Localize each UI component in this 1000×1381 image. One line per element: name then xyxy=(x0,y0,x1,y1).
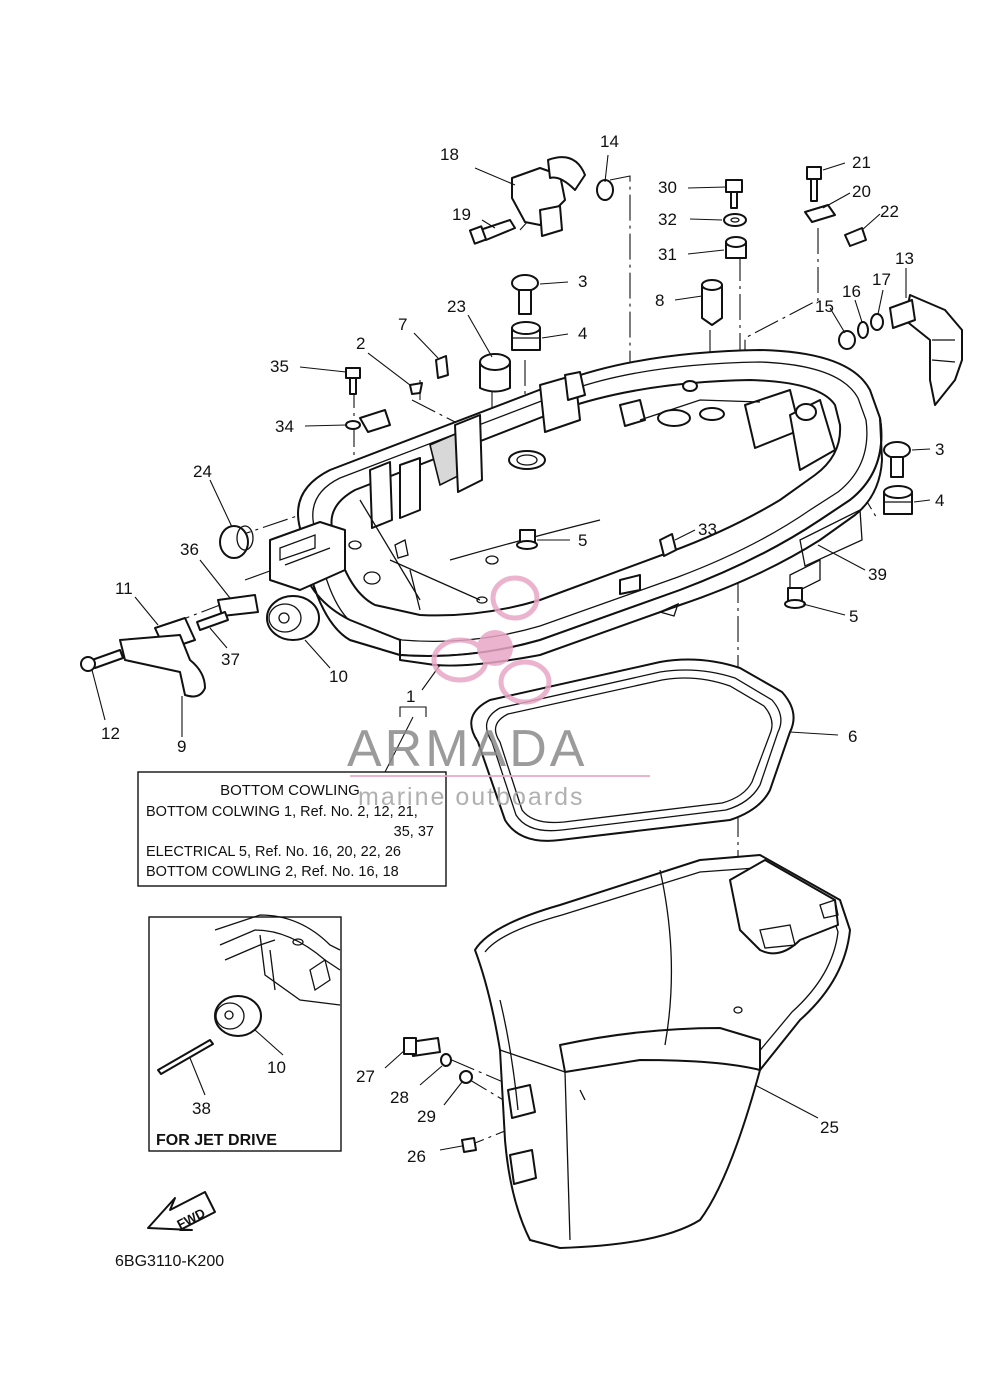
part-label-7: 7 xyxy=(398,315,407,334)
armada-watermark: ARMADA marine outboards xyxy=(347,575,650,811)
part-label-10: 10 xyxy=(329,667,348,686)
part-label-10-jet: 10 xyxy=(267,1058,286,1077)
propeller-logo-icon xyxy=(431,575,552,705)
part-number-labels: 14 18 19 30 32 31 21 20 22 13 17 16 15 3… xyxy=(101,132,944,1166)
part-label-20: 20 xyxy=(852,182,871,201)
part-label-27: 27 xyxy=(356,1067,375,1086)
part-label-34: 34 xyxy=(275,417,294,436)
info-box: BOTTOM COWLING BOTTOM COLWING 1, Ref. No… xyxy=(137,706,447,887)
part-label-33: 33 xyxy=(698,520,717,539)
small-parts xyxy=(80,156,963,1153)
part-label-11: 11 xyxy=(115,579,133,598)
part-label-14: 14 xyxy=(600,132,619,151)
part-label-31: 31 xyxy=(658,245,677,264)
part-label-1: 1 xyxy=(406,687,415,706)
part-label-3-right: 3 xyxy=(935,440,944,459)
part-label-29: 29 xyxy=(417,1107,436,1126)
part-label-22: 22 xyxy=(880,202,899,221)
gasket-6 xyxy=(470,658,795,842)
lower-cowling-25 xyxy=(474,854,851,1249)
part-label-28: 28 xyxy=(390,1088,409,1107)
part-label-18: 18 xyxy=(440,145,459,164)
jet-drive-inset xyxy=(148,914,342,1152)
part-label-36: 36 xyxy=(180,540,199,559)
part-label-38: 38 xyxy=(192,1099,211,1118)
part-label-4-right: 4 xyxy=(935,491,944,510)
part-label-9: 9 xyxy=(177,737,186,756)
part-label-26: 26 xyxy=(407,1147,426,1166)
jet-drive-label: FOR JET DRIVE xyxy=(156,1132,277,1149)
part-label-35: 35 xyxy=(270,357,289,376)
part-label-2: 2 xyxy=(356,334,365,353)
info-box-line-3: ELECTRICAL 5, Ref. No. 16, 20, 22, 26 xyxy=(146,844,401,860)
info-box-title: BOTTOM COWLING xyxy=(220,782,360,799)
part-label-13: 13 xyxy=(895,249,914,268)
part-label-16: 16 xyxy=(842,282,861,301)
part-label-21: 21 xyxy=(852,153,871,172)
part-label-39: 39 xyxy=(868,565,887,584)
part-label-25: 25 xyxy=(820,1118,839,1137)
info-box-line-4: BOTTOM COWLING 2, Ref. No. 16, 18 xyxy=(146,864,399,880)
leader-lines xyxy=(91,154,931,1151)
info-box-line-1: BOTTOM COLWING 1, Ref. No. 2, 12, 21, xyxy=(146,804,418,820)
part-label-30: 30 xyxy=(658,178,677,197)
info-box-line-2: 35, 37 xyxy=(394,824,434,840)
watermark-brand: ARMADA xyxy=(347,720,587,778)
part-label-24: 24 xyxy=(193,462,212,481)
part-label-3-top: 3 xyxy=(578,272,587,291)
part-label-23: 23 xyxy=(447,297,466,316)
part-label-12: 12 xyxy=(101,724,120,743)
part-label-37: 37 xyxy=(221,650,240,669)
part-label-32: 32 xyxy=(658,210,677,229)
fwd-arrow-icon: FWD xyxy=(147,1191,216,1232)
bottom-cowling-housing xyxy=(269,349,883,667)
part-label-5-left: 5 xyxy=(578,531,587,550)
watermark-tagline: marine outboards xyxy=(358,783,585,811)
part-label-6: 6 xyxy=(848,727,857,746)
part-label-17: 17 xyxy=(872,270,891,289)
part-label-19: 19 xyxy=(452,205,471,224)
part-label-15: 15 xyxy=(815,297,834,316)
part-label-5-right: 5 xyxy=(849,607,858,626)
part-label-8: 8 xyxy=(655,291,664,310)
part-label-4-top: 4 xyxy=(578,324,587,343)
diagram-code: 6BG3110-K200 xyxy=(115,1253,224,1270)
